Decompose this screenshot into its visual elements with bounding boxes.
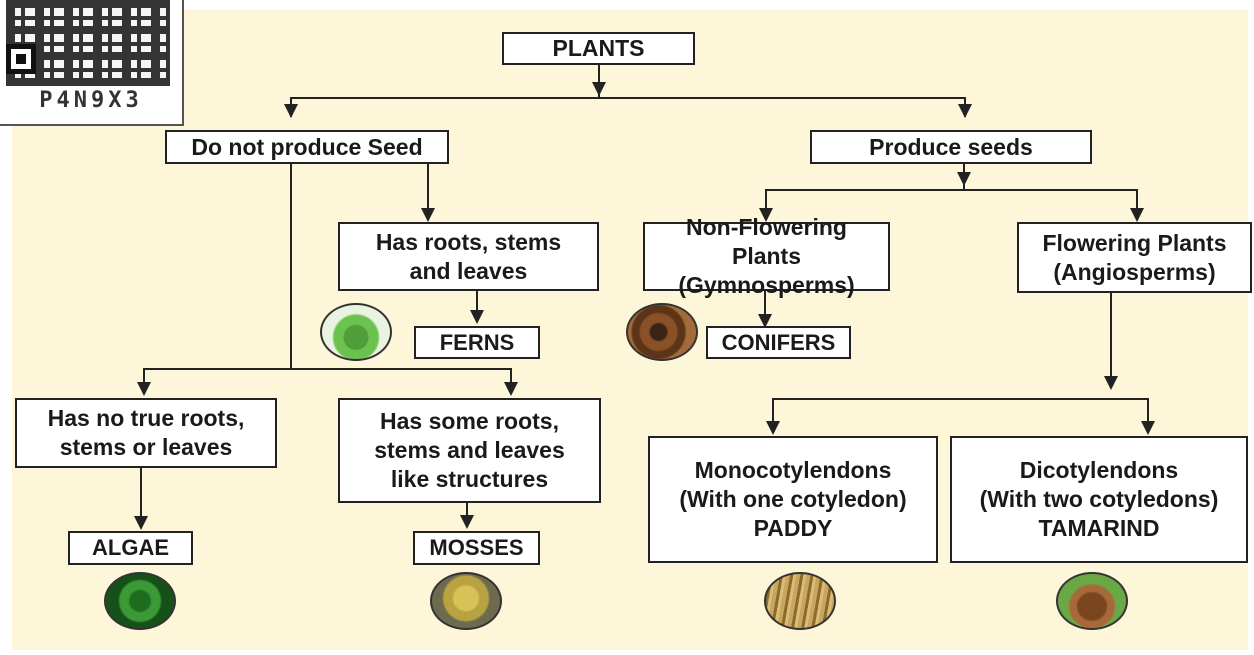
arrow-head <box>470 310 484 324</box>
dicot-example: TAMARIND <box>1039 514 1160 543</box>
node-algae: ALGAE <box>68 531 193 565</box>
dicot-subtitle: (With two cotyledons) <box>980 485 1219 514</box>
connector <box>476 290 478 310</box>
node-produce-seeds: Produce seeds <box>810 130 1092 164</box>
node-non-flowering: Non-Flowering Plants (Gymnosperms) <box>643 222 890 291</box>
node-some-roots: Has some roots, stems and leaves like st… <box>338 398 601 503</box>
connector <box>140 468 142 518</box>
node-plants: PLANTS <box>502 32 695 65</box>
arrow-head <box>460 515 474 529</box>
node-mosses: MOSSES <box>413 531 540 565</box>
monocot-example: PADDY <box>754 514 833 543</box>
fern-image-icon <box>320 303 392 361</box>
arrow-head <box>1141 421 1155 435</box>
connector <box>290 163 292 369</box>
connector <box>765 189 1137 191</box>
node-no-seed: Do not produce Seed <box>165 130 449 164</box>
arrow-head <box>957 172 971 186</box>
arrow-head <box>766 421 780 435</box>
monocot-title: Monocotylendons <box>695 456 892 485</box>
node-no-true-roots: Has no true roots, stems or leaves <box>15 398 277 468</box>
arrow-head <box>504 382 518 396</box>
node-monocots: Monocotylendons (With one cotyledon) PAD… <box>648 436 938 563</box>
node-flowering: Flowering Plants (Angiosperms) <box>1017 222 1252 293</box>
connector <box>772 398 1149 400</box>
arrow-head <box>1130 208 1144 222</box>
node-roots-stems-leaves: Has roots, stems and leaves <box>338 222 599 291</box>
tamarind-image-icon <box>1056 572 1128 630</box>
qr-code-block: P4N9X3 <box>0 0 184 126</box>
conifer-cone-image-icon <box>626 303 698 361</box>
arrow-head <box>958 104 972 118</box>
connector <box>1110 292 1112 376</box>
dicot-title: Dicotylendons <box>1020 456 1178 485</box>
arrow-head <box>592 82 606 96</box>
connector <box>427 163 429 211</box>
node-conifers: CONIFERS <box>706 326 851 359</box>
node-ferns: FERNS <box>414 326 540 359</box>
node-dicots: Dicotylendons (With two cotyledons) TAMA… <box>950 436 1248 563</box>
algae-image-icon <box>104 572 176 630</box>
qr-code-text: P4N9X3 <box>0 88 182 113</box>
arrow-head <box>284 104 298 118</box>
arrow-head <box>134 516 148 530</box>
arrow-head <box>137 382 151 396</box>
connector <box>290 97 965 99</box>
arrow-head <box>421 208 435 222</box>
paddy-image-icon <box>764 572 836 630</box>
arrow-head <box>1104 376 1118 390</box>
monocot-subtitle: (With one cotyledon) <box>679 485 906 514</box>
qr-finder-pattern <box>6 44 36 74</box>
moss-image-icon <box>430 572 502 630</box>
connector <box>143 368 511 370</box>
